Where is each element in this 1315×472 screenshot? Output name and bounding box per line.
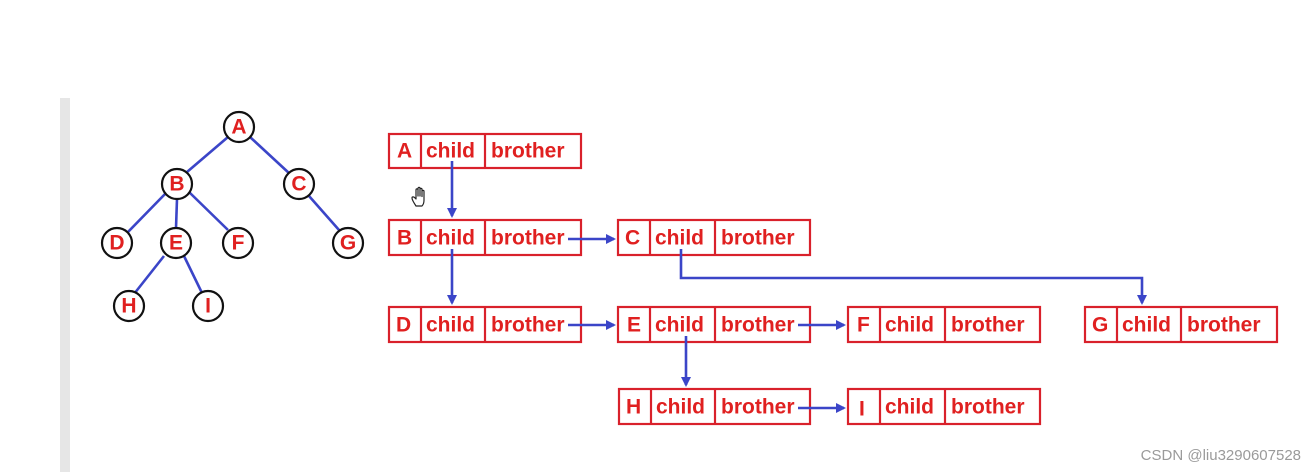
- arrows: [447, 161, 1147, 413]
- left-border-bar: [60, 98, 70, 472]
- record-h-node: H: [626, 396, 641, 419]
- record-c: C child brother: [616, 218, 812, 257]
- tree-edge-e-i: [182, 255, 204, 294]
- tree-node-h-label: H: [121, 295, 136, 318]
- tree-edge-b-f: [188, 191, 229, 231]
- record-g-brother: brother: [1187, 314, 1261, 337]
- tree-edge-b-e: [174, 198, 179, 229]
- record-b: B child brother: [387, 218, 583, 257]
- tree-node-a-label: A: [231, 116, 246, 139]
- record-b-brother: brother: [491, 227, 565, 250]
- record-e-child: child: [655, 314, 704, 337]
- record-d-child: child: [426, 314, 475, 337]
- record-c-node: C: [625, 227, 640, 250]
- tree-node-d-circle: [100, 226, 134, 260]
- arrow-c-child-to-g: [679, 249, 1147, 305]
- tree-node-d-label: D: [109, 232, 124, 255]
- tree-node-f-circle: [221, 226, 255, 260]
- tree-node-a: A: [222, 110, 256, 144]
- tree-node-a-circle: [222, 110, 256, 144]
- record-h-brother: brother: [721, 396, 795, 419]
- tree-edge-b-d: [125, 192, 167, 235]
- tree-node-c: C: [282, 167, 316, 201]
- tree-node-h-circle: [112, 289, 146, 323]
- tree-node-i-label: I: [205, 295, 211, 318]
- tree-node-e-label: E: [169, 232, 183, 255]
- tree-node-c-circle: [282, 167, 316, 201]
- tree-edge-a-b: [186, 136, 229, 173]
- tree-edges: [125, 136, 340, 295]
- tree-node-c-label: C: [291, 173, 306, 196]
- tree-edge-e-h: [132, 255, 166, 295]
- tree-node-e-circle: [159, 226, 193, 260]
- tree-node-f: F: [221, 226, 255, 260]
- record-e: E child brother: [616, 305, 812, 344]
- record-a: A child brother: [387, 132, 583, 170]
- record-h: H child brother: [617, 387, 812, 426]
- record-f-brother: brother: [951, 314, 1025, 337]
- watermark-text: CSDN @liu3290607528: [1140, 447, 1301, 464]
- record-e-brother: brother: [721, 314, 795, 337]
- tree-node-i-circle: [191, 289, 225, 323]
- tree-node-e: E: [159, 226, 193, 260]
- hand-cursor-icon: [410, 186, 430, 213]
- record-a-node: A: [397, 140, 412, 163]
- record-b-child: child: [426, 227, 475, 250]
- tree-node-d: D: [100, 226, 134, 260]
- tree-node-b-label: B: [169, 173, 184, 196]
- record-a-child: child: [426, 140, 475, 163]
- tree-edge-c-g: [308, 195, 340, 231]
- record-a-brother: brother: [491, 140, 565, 163]
- record-i: I child brother: [846, 387, 1042, 426]
- record-c-child: child: [655, 227, 704, 250]
- tree-node-b: B: [160, 167, 194, 201]
- record-g-child: child: [1122, 314, 1171, 337]
- record-i-node: I: [859, 398, 865, 421]
- record-d-node: D: [396, 314, 411, 337]
- tree-edge-a-c: [249, 136, 291, 175]
- tree-node-g-circle: [331, 226, 365, 260]
- record-d: D child brother: [387, 305, 583, 344]
- tree-node-i: I: [191, 289, 225, 323]
- record-e-node: E: [627, 314, 641, 337]
- tree-node-f-label: F: [232, 232, 245, 255]
- record-i-brother: brother: [951, 396, 1025, 419]
- tree-node-h: H: [112, 289, 146, 323]
- record-i-child: child: [885, 396, 934, 419]
- record-g: G child brother: [1083, 305, 1279, 344]
- record-c-brother: brother: [721, 227, 795, 250]
- tree-node-g: G: [331, 226, 365, 260]
- record-b-node: B: [397, 227, 412, 250]
- record-f: F child brother: [846, 305, 1042, 344]
- record-h-child: child: [656, 396, 705, 419]
- record-g-node: G: [1092, 314, 1108, 337]
- tree-node-g-label: G: [340, 232, 356, 255]
- record-d-brother: brother: [491, 314, 565, 337]
- tree-node-b-circle: [160, 167, 194, 201]
- record-f-node: F: [857, 314, 870, 337]
- record-f-child: child: [885, 314, 934, 337]
